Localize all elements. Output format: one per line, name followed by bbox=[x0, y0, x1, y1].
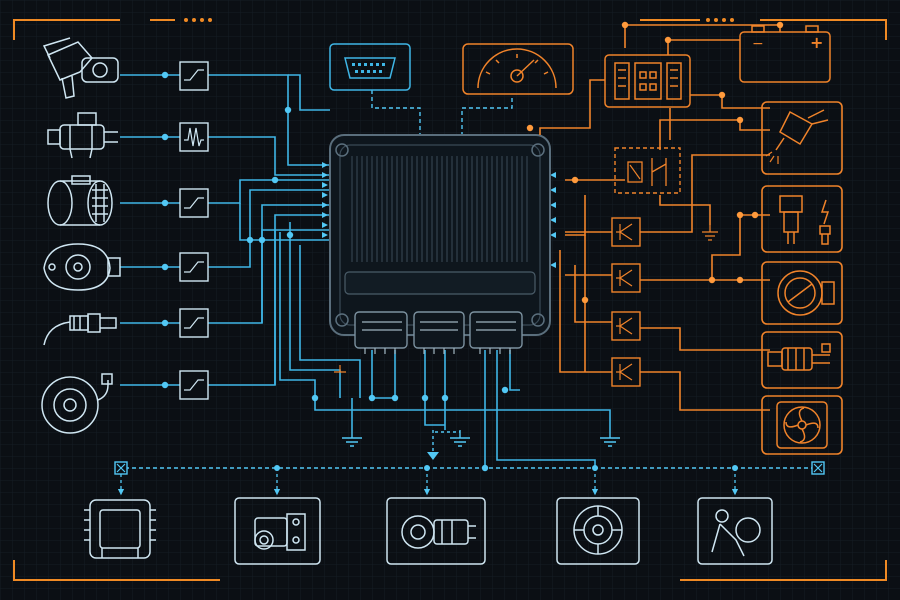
relay-module bbox=[614, 147, 681, 194]
control-module-icon bbox=[84, 499, 156, 559]
ignition-coil-spark-plug-icon bbox=[779, 195, 831, 245]
battery-icon bbox=[739, 25, 831, 83]
transistor-glyphs bbox=[616, 223, 633, 381]
frame-dots bbox=[184, 18, 734, 22]
crank-position-sensor-icon bbox=[47, 112, 118, 159]
fuel-injector-icon bbox=[765, 109, 829, 164]
top-dashed-links bbox=[371, 90, 513, 135]
relay-ground bbox=[702, 225, 718, 241]
sensor-wiring-nodes bbox=[161, 71, 509, 472]
connector-pins bbox=[362, 321, 516, 354]
actuator-frames bbox=[761, 101, 843, 455]
throttle-body-icon bbox=[777, 270, 835, 316]
solenoid-valve-icon bbox=[767, 343, 831, 371]
motor-actuator-icon bbox=[386, 497, 486, 565]
conditioner-glyphs bbox=[184, 69, 204, 391]
throttle-position-sensor-icon bbox=[43, 243, 121, 291]
relay-fuse-box-icon bbox=[604, 54, 691, 108]
map-sensor-icon bbox=[42, 37, 119, 99]
sensor-wiring bbox=[120, 74, 611, 470]
ecu-right-pins bbox=[550, 172, 556, 268]
mass-airflow-sensor-icon bbox=[47, 175, 113, 226]
can-bus bbox=[114, 461, 825, 496]
gauge-cluster-icon bbox=[462, 43, 574, 95]
ecu-heat-fins bbox=[351, 156, 528, 262]
camera-module-icon bbox=[234, 497, 321, 565]
frame bbox=[13, 19, 887, 581]
obd-connector-icon bbox=[329, 43, 411, 91]
battery-minus-label: − bbox=[752, 36, 764, 52]
battery-plus-label: + bbox=[810, 33, 823, 52]
ground-arrow-icon bbox=[427, 452, 439, 460]
ecu-module bbox=[329, 134, 551, 373]
ground-symbols bbox=[342, 430, 620, 452]
cooling-fan-icon bbox=[776, 401, 828, 449]
airbag-icon bbox=[697, 497, 773, 565]
wheel-speed-sensor-icon bbox=[556, 497, 640, 565]
knock-sensor-icon bbox=[41, 373, 113, 434]
actuator-wiring-nodes bbox=[526, 21, 784, 304]
ecu-left-pins bbox=[322, 162, 328, 238]
driver-transistors bbox=[611, 217, 641, 387]
oxygen-sensor-icon bbox=[43, 313, 117, 346]
